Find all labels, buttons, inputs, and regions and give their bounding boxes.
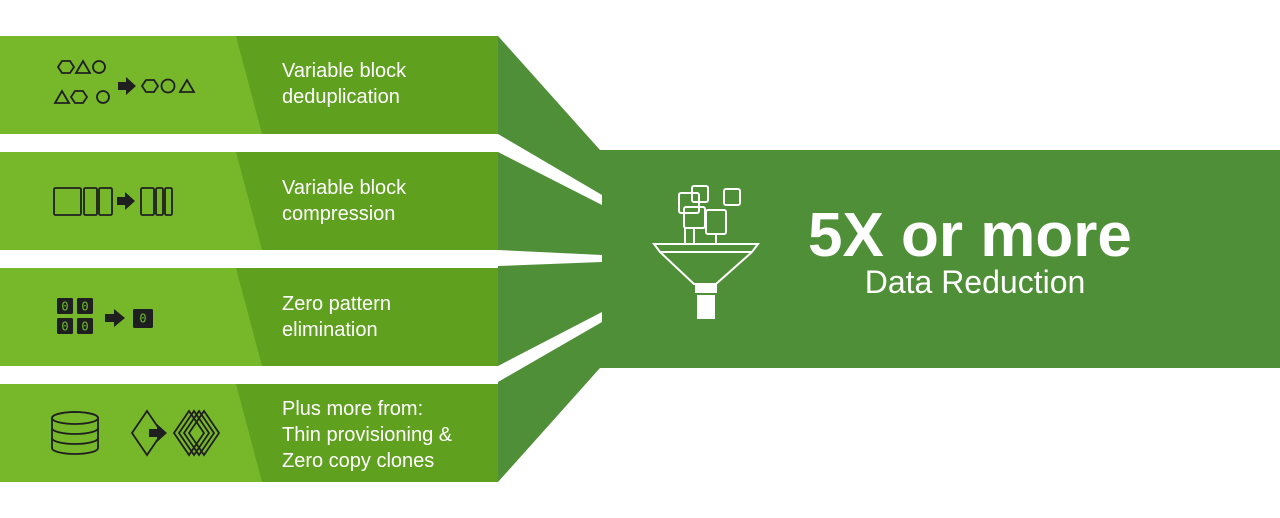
zero-digit: 0 <box>81 300 88 314</box>
row-1-band-dark <box>236 36 498 134</box>
row-3-label-line-2: elimination <box>282 319 378 341</box>
row-2-label-line-1: Variable block <box>282 177 407 199</box>
row-2-label: Variable block compression <box>282 175 406 227</box>
database-clones-icon <box>51 409 221 457</box>
row-4-band-dark <box>236 384 498 482</box>
zero-digit: 0 <box>61 320 68 334</box>
shapes-dedup-icon <box>53 59 196 104</box>
row-4-label-line-2: Thin provisioning & <box>282 424 453 446</box>
gap-2 <box>498 250 602 266</box>
row-2-label-line-2: compression <box>282 203 396 225</box>
result-headline: 5X or more <box>808 201 1132 270</box>
result-band <box>498 36 1280 482</box>
blocks-compression-icon <box>53 187 173 216</box>
row-2-band-dark <box>236 152 498 250</box>
zero-digit: 0 <box>61 300 68 314</box>
row-3-label: Zero pattern elimination <box>282 291 391 343</box>
result-subline: Data Reduction <box>864 264 1086 300</box>
row-1-label: Variable block deduplication <box>282 58 406 110</box>
row-4-label-line-1: Plus more from: <box>282 398 424 420</box>
row-4-label-line-3: Zero copy clones <box>282 450 435 472</box>
gap-1 <box>498 134 602 205</box>
funnel-icon <box>652 185 760 319</box>
gap-3 <box>498 312 602 382</box>
zero-digit: 0 <box>81 320 88 334</box>
row-1-label-line-1: Variable block <box>282 60 407 82</box>
row-3-band-dark <box>236 268 498 366</box>
zero-digit: 0 <box>139 312 146 326</box>
row-1-label-line-2: deduplication <box>282 86 400 108</box>
row-3-label-line-1: Zero pattern <box>282 293 391 315</box>
zero-pattern-icon: 0 0 0 0 0 <box>57 298 153 334</box>
row-4-label: Plus more from: Thin provisioning & Zero… <box>282 396 452 474</box>
